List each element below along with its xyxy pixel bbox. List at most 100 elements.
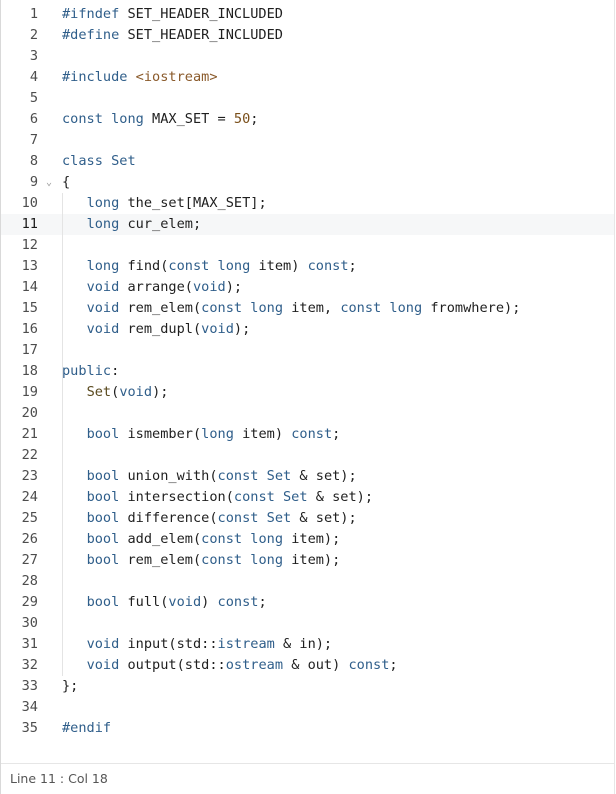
- line-number: 10: [21, 195, 38, 211]
- code-token: void: [119, 384, 153, 400]
- code-line[interactable]: 29 bool full(void) const;: [1, 592, 614, 613]
- line-number: 30: [21, 615, 38, 631]
- line-number: 6: [29, 111, 38, 127]
- code-token: add_elem(: [119, 531, 202, 547]
- cursor-position: Line 11 : Col 18: [10, 771, 108, 786]
- code-token: [62, 195, 87, 211]
- code-token: ;: [250, 111, 259, 127]
- code-line[interactable]: 19 Set(void);: [1, 382, 614, 403]
- code-token: arrange(: [119, 279, 193, 295]
- code-line[interactable]: 32 void output(std::ostream & out) const…: [1, 655, 614, 676]
- code-line[interactable]: 21 bool ismember(long item) const;: [1, 424, 614, 445]
- code-token: [62, 426, 87, 442]
- code-line[interactable]: 5: [1, 88, 614, 109]
- code-token: input(std::: [119, 636, 218, 652]
- code-token: full(: [119, 594, 169, 610]
- code-token: MAX_SET =: [143, 111, 234, 127]
- code-line[interactable]: 11 long cur_elem;: [1, 214, 614, 235]
- code-line[interactable]: 6 const long MAX_SET = 50;: [1, 109, 614, 130]
- code-token: void: [168, 594, 202, 610]
- code-line[interactable]: 10 long the_set[MAX_SET];: [1, 193, 614, 214]
- line-number: 25: [21, 510, 38, 526]
- code-line[interactable]: 7: [1, 130, 614, 151]
- line-content: void input(std::istream & in);: [62, 634, 333, 655]
- code-token: [62, 216, 87, 232]
- line-content: Set(void);: [62, 382, 169, 403]
- code-token: long: [201, 426, 234, 442]
- code-token: void: [192, 279, 226, 295]
- code-token: ): [201, 594, 218, 610]
- code-token: Set: [266, 468, 292, 484]
- code-token: rem_elem(: [119, 300, 202, 316]
- code-token: <iostream>: [135, 69, 218, 85]
- code-token: item,: [283, 300, 341, 316]
- code-line[interactable]: 4#include <iostream>: [1, 67, 614, 88]
- code-token: const: [168, 258, 210, 274]
- code-line[interactable]: 27 bool rem_elem(const long item);: [1, 550, 614, 571]
- code-token: & out): [283, 657, 349, 673]
- code-token: #ifndef: [62, 6, 120, 22]
- code-line[interactable]: 20: [1, 403, 614, 424]
- code-token: item);: [283, 552, 341, 568]
- line-number: 5: [29, 90, 38, 106]
- code-token: ismember(: [119, 426, 202, 442]
- code-token: ;: [389, 657, 398, 673]
- line-number: 2: [29, 27, 38, 43]
- code-line[interactable]: 12: [1, 235, 614, 256]
- code-token: [62, 489, 87, 505]
- code-line[interactable]: 24 bool intersection(const Set & set);: [1, 487, 614, 508]
- code-token: item);: [283, 531, 341, 547]
- code-line[interactable]: 23 bool union_with(const Set & set);: [1, 466, 614, 487]
- code-line[interactable]: 28: [1, 571, 614, 592]
- code-line[interactable]: 2#define SET_HEADER_INCLUDED: [1, 25, 614, 46]
- code-line[interactable]: 14 void arrange(void);: [1, 277, 614, 298]
- line-number: 28: [21, 573, 38, 589]
- code-token: & set);: [291, 510, 357, 526]
- code-line[interactable]: 22: [1, 445, 614, 466]
- code-line[interactable]: 31 void input(std::istream & in);: [1, 634, 614, 655]
- code-line[interactable]: 30: [1, 613, 614, 634]
- code-token: const: [201, 300, 243, 316]
- code-token: bool: [86, 552, 120, 568]
- line-number: 24: [21, 489, 38, 505]
- code-line[interactable]: 16 void rem_dupl(void);: [1, 319, 614, 340]
- code-token: const: [201, 531, 243, 547]
- code-token: ;: [258, 594, 267, 610]
- code-line[interactable]: 25 bool difference(const Set & set);: [1, 508, 614, 529]
- code-token: [258, 468, 266, 484]
- line-content: void rem_dupl(void);: [62, 319, 251, 340]
- code-line[interactable]: 33};: [1, 676, 614, 697]
- code-line[interactable]: 13 long find(const long item) const;: [1, 256, 614, 277]
- line-content: bool intersection(const Set & set);: [62, 487, 373, 508]
- code-line[interactable]: 15 void rem_elem(const long item, const …: [1, 298, 614, 319]
- code-token: [62, 594, 87, 610]
- code-token: long: [217, 258, 251, 274]
- code-line[interactable]: 17: [1, 340, 614, 361]
- code-line[interactable]: 1#ifndef SET_HEADER_INCLUDED: [1, 4, 614, 25]
- code-line[interactable]: 3: [1, 46, 614, 67]
- code-token: void: [86, 321, 120, 337]
- code-line[interactable]: 35#endif: [1, 718, 614, 739]
- line-number: 8: [29, 153, 38, 169]
- code-token: & in);: [274, 636, 333, 652]
- chevron-down-icon[interactable]: ⌄: [45, 177, 53, 188]
- code-token: [103, 111, 111, 127]
- code-token: SET_HEADER_INCLUDED: [119, 6, 283, 22]
- line-content: {: [62, 172, 70, 193]
- code-token: Set: [283, 489, 308, 505]
- line-content: const long MAX_SET = 50;: [62, 109, 258, 130]
- code-token: & set);: [307, 489, 374, 505]
- code-token: {: [62, 174, 71, 190]
- code-line[interactable]: 9⌄{: [1, 172, 614, 193]
- line-content: void output(std::ostream & out) const;: [62, 655, 398, 676]
- code-line[interactable]: 26 bool add_elem(const long item);: [1, 529, 614, 550]
- code-token: cur_elem;: [119, 216, 202, 232]
- code-line[interactable]: 34: [1, 697, 614, 718]
- code-token: [62, 321, 87, 337]
- code-token: ostream: [225, 657, 284, 673]
- code-token: );: [152, 384, 169, 400]
